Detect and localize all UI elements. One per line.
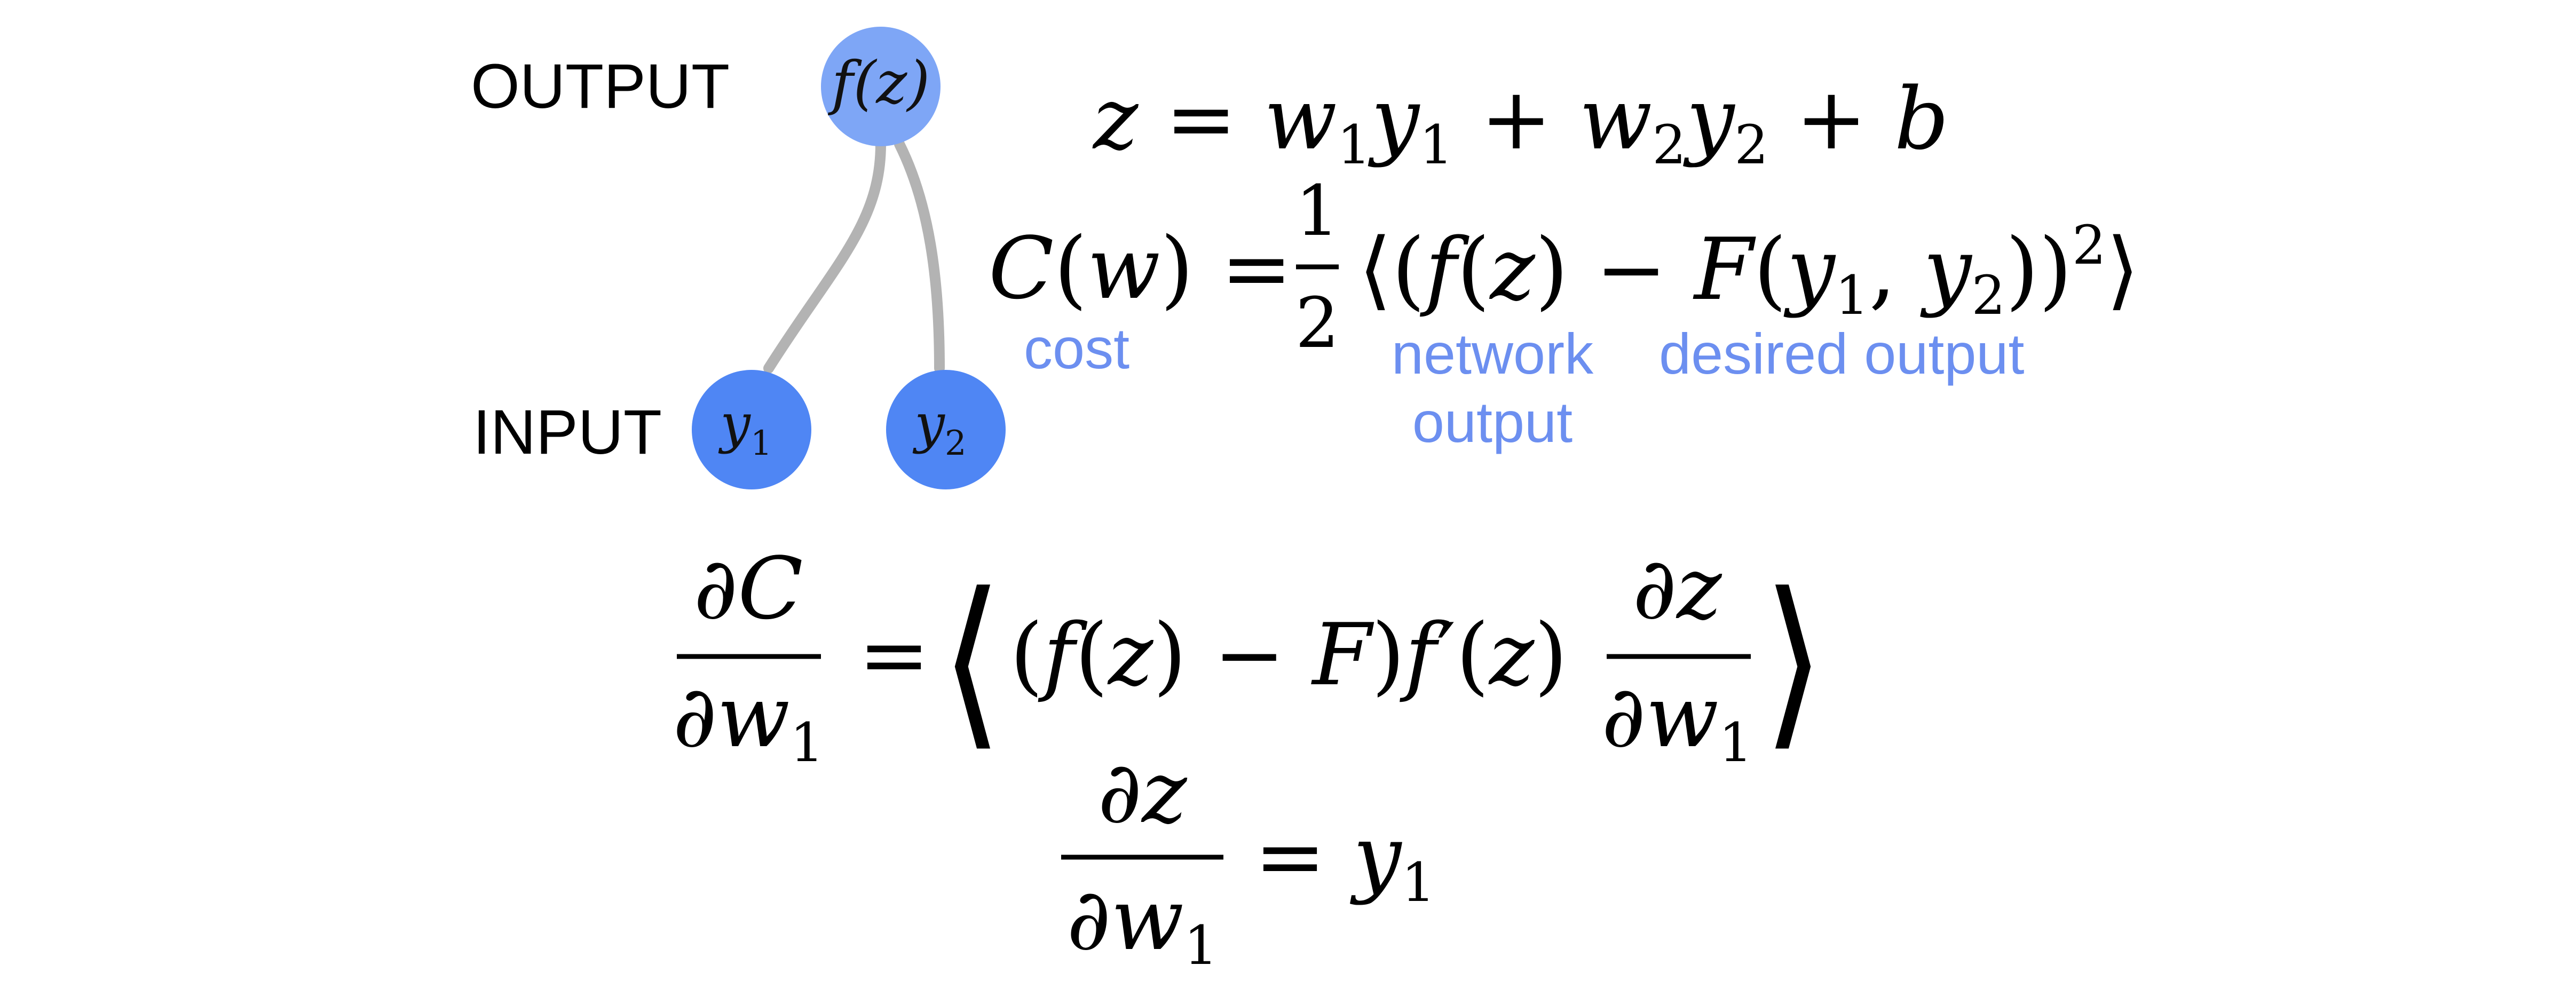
svg-text:∂w1: ∂w1 <box>1601 667 1752 774</box>
output-label: OUTPUT <box>471 51 730 122</box>
input-label: INPUT <box>473 397 662 468</box>
input-node-y1-text: y1 <box>718 392 772 463</box>
svg-text:∂w1: ∂w1 <box>673 667 824 774</box>
equation-dz-dw1: ∂z ∂w1 = y1 <box>1061 742 1435 977</box>
svg-text:⟩: ⟩ <box>1763 554 1825 768</box>
svg-text:2: 2 <box>1295 282 1340 363</box>
svg-text:∂C: ∂C <box>693 539 803 638</box>
svg-text:⟨: ⟨ <box>941 554 1003 768</box>
svg-text:=: = <box>858 605 930 705</box>
edge-output-to-y1 <box>763 139 886 374</box>
annotation-network-output-line2: output <box>1412 390 1573 454</box>
output-node-text: f(z) <box>828 49 930 117</box>
equation-z-definition: z = w1y1 + w2y2 + b <box>1092 69 1949 176</box>
equation-cost-definition: C(w) = 1 2 ⟨(f(z) − F(y1, y2))2⟩ <box>989 170 2139 363</box>
input-node-y2 <box>886 370 1006 489</box>
input-node-y1 <box>692 370 811 489</box>
svg-text:⟨(f(z) − F(y1, y2))2⟩: ⟨(f(z) − F(y1, y2))2⟩ <box>1358 214 2139 327</box>
svg-text:∂z: ∂z <box>1097 742 1188 842</box>
edge-output-to-y2 <box>894 139 945 374</box>
output-node <box>821 27 941 146</box>
svg-text:(f(z) − F)f′(z): (f(z) − F)f′(z) <box>1010 605 1568 705</box>
svg-text:1: 1 <box>1295 170 1340 251</box>
svg-text:= y1: = y1 <box>1254 806 1435 914</box>
annotation-network-output-line1: network <box>1392 321 1594 386</box>
svg-text:z = w1y1 + w2y2 + b: z = w1y1 + w2y2 + b <box>1092 69 1949 176</box>
svg-text:C(w) =: C(w) = <box>989 218 1292 318</box>
svg-text:∂z: ∂z <box>1632 539 1722 638</box>
annotation-desired-output: desired output <box>1659 321 2025 386</box>
equation-gradient: ∂C ∂w1 = ⟨ (f(z) − F)f′(z) ∂z ∂w1 ⟩ <box>673 539 1825 774</box>
svg-text:∂w1: ∂w1 <box>1066 869 1218 977</box>
annotation-cost: cost <box>1024 316 1129 381</box>
